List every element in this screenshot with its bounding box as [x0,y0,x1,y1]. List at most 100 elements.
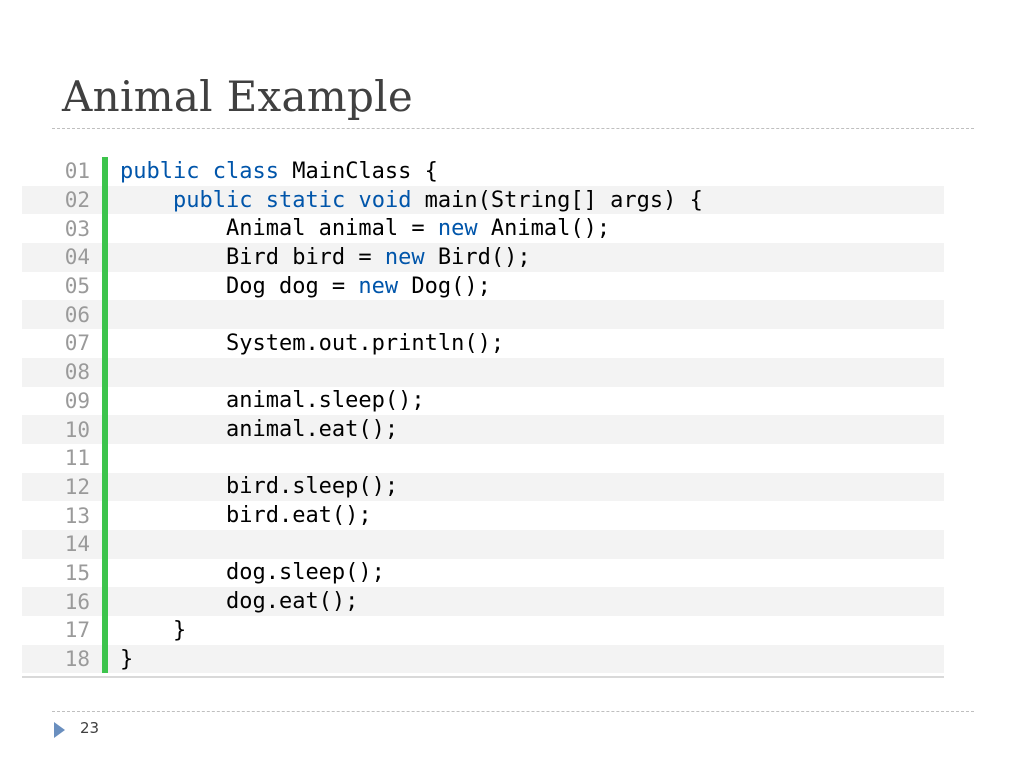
line-number: 07 [22,329,102,358]
code-text: dog.eat(); [108,589,358,614]
line-number: 05 [22,271,102,301]
code-line: 11 [22,443,944,473]
line-number: 09 [22,386,102,416]
code-indent [120,618,173,643]
line-number: 16 [22,587,102,616]
code-token: Dog dog = [225,273,359,299]
code-token [199,159,212,184]
code-text: Dog dog = new Dog(); [108,274,491,299]
line-number: 10 [22,415,102,444]
code-text: bird.eat(); [108,503,372,528]
code-text: dog.sleep(); [108,560,385,585]
code-line: 02 public static void main(String[] args… [22,185,944,215]
code-line: 18} [22,644,944,674]
code-line: 12 bird.sleep(); [22,472,944,502]
code-token: Dog(); [398,273,491,299]
gutter-bar [102,644,108,674]
code-keyword: public [120,158,200,184]
code-token: dog.eat(); [225,589,359,615]
code-token: MainClass { [278,158,438,184]
code-token: animal.sleep(); [225,388,425,414]
line-number: 13 [22,501,102,530]
code-indent [120,589,226,614]
code-line: 10 animal.eat(); [22,415,944,444]
code-token: } [120,646,134,672]
gutter-bar [102,501,108,530]
line-number: 06 [22,300,102,330]
gutter-bar [102,214,108,244]
code-line: 03 Animal animal = new Animal(); [22,214,944,244]
line-number: 18 [22,644,102,674]
code-line: 04 Bird bird = new Bird(); [22,243,944,272]
code-token: bird.eat(); [225,503,372,529]
gutter-bar [102,300,108,330]
code-line: 07 System.out.println(); [22,329,944,358]
line-number: 15 [22,558,102,588]
code-token: System.out.println(); [225,330,505,356]
code-token: Animal animal = [225,216,438,242]
gutter-bar [102,271,108,301]
code-keyword: new [437,216,478,242]
code-keyword: static [265,187,346,213]
title-divider [52,128,974,129]
code-text: Animal animal = new Animal(); [108,216,610,241]
code-keyword: new [358,273,399,299]
code-keyword: new [384,244,425,270]
code-text: animal.eat(); [108,417,398,442]
code-line: 17 } [22,616,944,645]
code-text: public class MainClass { [108,159,438,184]
line-number: 17 [22,616,102,645]
code-line: 06 [22,300,944,330]
code-token: Bird(); [424,244,531,270]
line-number: 12 [22,472,102,502]
footer-divider [52,711,974,712]
code-token: dog.sleep(); [225,560,385,586]
code-indent [120,188,173,213]
code-keyword: public [172,187,253,213]
code-token: main(String[] args) { [411,187,703,213]
line-number: 11 [22,443,102,473]
slide-title: Animal Example [62,72,414,121]
code-indent [120,245,226,270]
gutter-bar [102,386,108,416]
code-line: 08 [22,357,944,387]
gutter-bar [102,529,108,559]
code-line: 14 [22,529,944,559]
line-number: 04 [22,243,102,272]
code-token [345,188,358,213]
code-line: 13 bird.eat(); [22,501,944,530]
code-indent [120,388,226,413]
code-line: 15 dog.sleep(); [22,558,944,588]
code-text: animal.sleep(); [108,388,425,413]
code-text: public static void main(String[] args) { [108,188,703,213]
gutter-bar [102,157,108,186]
code-token: bird.sleep(); [225,474,399,500]
line-number: 02 [22,185,102,215]
code-token [252,188,265,213]
code-indent [120,474,226,499]
code-indent [120,274,226,299]
code-indent [120,216,226,241]
code-text: } [108,618,186,643]
code-keyword: class [212,158,279,184]
code-keyword: void [358,187,412,213]
code-indent [120,560,226,585]
gutter-bar [102,587,108,616]
line-number: 01 [22,157,102,186]
code-indent [120,331,226,356]
line-number: 08 [22,357,102,387]
code-text: System.out.println(); [108,331,504,356]
code-line: 16 dog.eat(); [22,587,944,616]
page-number: 23 [80,719,100,737]
bullet-arrow-icon [54,722,65,738]
code-indent [120,503,226,528]
gutter-bar [102,443,108,473]
gutter-bar [102,472,108,502]
code-line: 09 animal.sleep(); [22,386,944,416]
line-number: 14 [22,529,102,559]
code-token: } [172,617,187,643]
code-text: Bird bird = new Bird(); [108,245,531,270]
